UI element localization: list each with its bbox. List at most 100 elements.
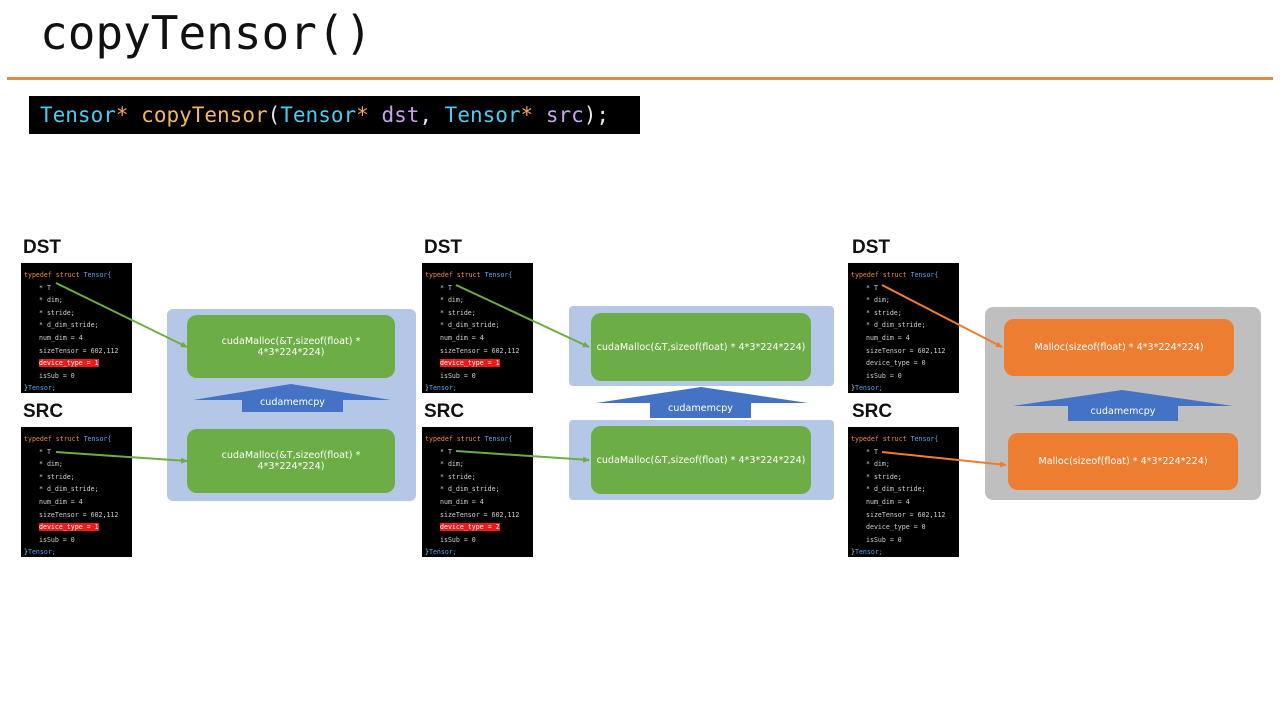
sig-param2-star: * <box>520 103 534 127</box>
field-size-tensor: sizeTensor = 602,112 <box>440 346 520 355</box>
field-device-type: device_type = 1 <box>39 359 99 368</box>
sig-return-star: * <box>115 103 129 127</box>
field-size-tensor: sizeTensor = 602,112 <box>866 346 946 355</box>
struct-end-brace: } <box>24 384 28 393</box>
struct-end-brace: } <box>851 548 855 557</box>
field-dim: * dim; <box>866 296 890 305</box>
field-d-dim-stride: * d_dim_stride; <box>866 321 926 330</box>
field-stride: * stride; <box>39 472 75 481</box>
struct-keyword: typedef struct <box>24 271 80 279</box>
scenario2-src-pointer-arrow <box>455 450 590 463</box>
field-dim: * dim; <box>39 296 63 305</box>
field-num-dim: num_dim = 4 <box>39 333 83 342</box>
struct-keyword: typedef struct <box>851 435 907 443</box>
scenario1-src-pointer-arrow <box>55 451 188 464</box>
sig-param1-name: dst <box>381 103 420 127</box>
field-device-type: device_type = 0 <box>866 523 926 532</box>
field-t: * T <box>39 283 51 292</box>
scenario1-dst-struct: typedef struct Tensor{ * T * dim; * stri… <box>21 263 132 393</box>
scenario1-src-cuda-box: cudaMalloc(&T,sizeof(float) * 4*3*224*22… <box>187 429 395 493</box>
sig-open-paren: ( <box>267 103 281 127</box>
struct-name: Tensor{ <box>484 435 513 443</box>
struct-end-name: Tensor; <box>27 384 56 393</box>
field-stride: * stride; <box>440 472 476 481</box>
struct-end-name: Tensor; <box>854 548 883 557</box>
field-num-dim: num_dim = 4 <box>440 497 484 506</box>
scenario2-src-label: SRC <box>424 401 465 422</box>
field-dim: * dim; <box>39 460 63 469</box>
struct-name: Tensor{ <box>910 271 939 279</box>
struct-name: Tensor{ <box>83 435 112 443</box>
struct-end-name: Tensor; <box>854 384 883 393</box>
field-stride: * stride; <box>866 472 902 481</box>
scenario2-dst-pointer-arrow <box>455 284 590 348</box>
struct-end-brace: } <box>24 548 28 557</box>
scenario3-dst-label: DST <box>852 237 890 258</box>
scenario2-copy-arrow <box>596 387 808 418</box>
field-size-tensor: sizeTensor = 602,112 <box>440 510 520 519</box>
title-divider <box>7 77 1273 80</box>
field-device-type: device_type = 0 <box>866 359 926 368</box>
field-size-tensor: sizeTensor = 602,112 <box>39 510 119 519</box>
scenario1-dst-pointer-arrow <box>55 282 188 348</box>
field-is-sub: isSub = 0 <box>39 371 75 380</box>
field-dim: * dim; <box>866 460 890 469</box>
field-num-dim: num_dim = 4 <box>866 333 910 342</box>
field-t: * T <box>866 447 878 456</box>
scenario3-dst-struct: typedef struct Tensor{ * T * dim; * stri… <box>848 263 959 393</box>
field-stride: * stride; <box>440 308 476 317</box>
field-num-dim: num_dim = 4 <box>866 497 910 506</box>
sig-close: ); <box>583 103 610 127</box>
field-d-dim-stride: * d_dim_stride; <box>866 485 926 494</box>
field-size-tensor: sizeTensor = 602,112 <box>39 346 119 355</box>
scenario3-src-struct: typedef struct Tensor{ * T * dim; * stri… <box>848 427 959 557</box>
field-t: * T <box>440 447 452 456</box>
sig-param2-name: src <box>545 103 584 127</box>
scenario3-dst-pointer-arrow <box>881 284 1003 348</box>
scenario3-dst-malloc-box: Malloc(sizeof(float) * 4*3*224*224) <box>1004 319 1234 376</box>
function-signature: Tensor* copyTensor(Tensor* dst, Tensor* … <box>29 96 640 134</box>
field-size-tensor: sizeTensor = 602,112 <box>866 510 946 519</box>
sig-function-name: copyTensor <box>141 103 268 127</box>
field-stride: * stride; <box>39 308 75 317</box>
field-dim: * dim; <box>440 296 464 305</box>
scenario3-copy-label: cudamemcpy <box>1090 405 1156 417</box>
struct-name: Tensor{ <box>83 271 112 279</box>
sig-param1-star: * <box>356 103 369 127</box>
sig-comma: , <box>419 103 445 127</box>
field-is-sub: isSub = 0 <box>440 371 476 380</box>
scenario1-src-struct: typedef struct Tensor{ * T * dim; * stri… <box>21 427 132 557</box>
field-device-type: device_type = 2 <box>440 523 500 532</box>
field-device-type: device_type = 1 <box>440 359 500 368</box>
field-dim: * dim; <box>440 460 464 469</box>
struct-end-brace: } <box>425 384 429 393</box>
struct-end-brace: } <box>851 384 855 393</box>
struct-name: Tensor{ <box>910 435 939 443</box>
struct-end-name: Tensor; <box>428 384 457 393</box>
scenario3-src-pointer-arrow <box>881 451 1007 468</box>
field-d-dim-stride: * d_dim_stride; <box>39 485 99 494</box>
struct-end-name: Tensor; <box>27 548 56 557</box>
scenario2-copy-label: cudamemcpy <box>668 402 733 414</box>
scenario1-src-label: SRC <box>23 401 64 422</box>
struct-end-name: Tensor; <box>428 548 457 557</box>
struct-keyword: typedef struct <box>425 435 481 443</box>
scenario3-src-label: SRC <box>852 401 893 422</box>
field-is-sub: isSub = 0 <box>866 371 902 380</box>
scenario2-dst-label: DST <box>424 237 462 258</box>
field-num-dim: num_dim = 4 <box>440 333 484 342</box>
scenario3-copy-arrow <box>1013 390 1233 421</box>
struct-name: Tensor{ <box>484 271 513 279</box>
scenario1-dst-label: DST <box>23 237 61 258</box>
scenario2-src-cuda-box: cudaMalloc(&T,sizeof(float) * 4*3*224*22… <box>591 426 811 494</box>
sig-return-type: Tensor <box>40 103 116 127</box>
scenario2-dst-cuda-box: cudaMalloc(&T,sizeof(float) * 4*3*224*22… <box>591 313 811 381</box>
struct-keyword: typedef struct <box>425 271 481 279</box>
scenario1-copy-label: cudamemcpy <box>260 397 325 408</box>
field-device-type: device_type = 1 <box>39 523 99 532</box>
struct-keyword: typedef struct <box>851 271 907 279</box>
field-d-dim-stride: * d_dim_stride; <box>440 321 500 330</box>
field-is-sub: isSub = 0 <box>440 535 476 544</box>
